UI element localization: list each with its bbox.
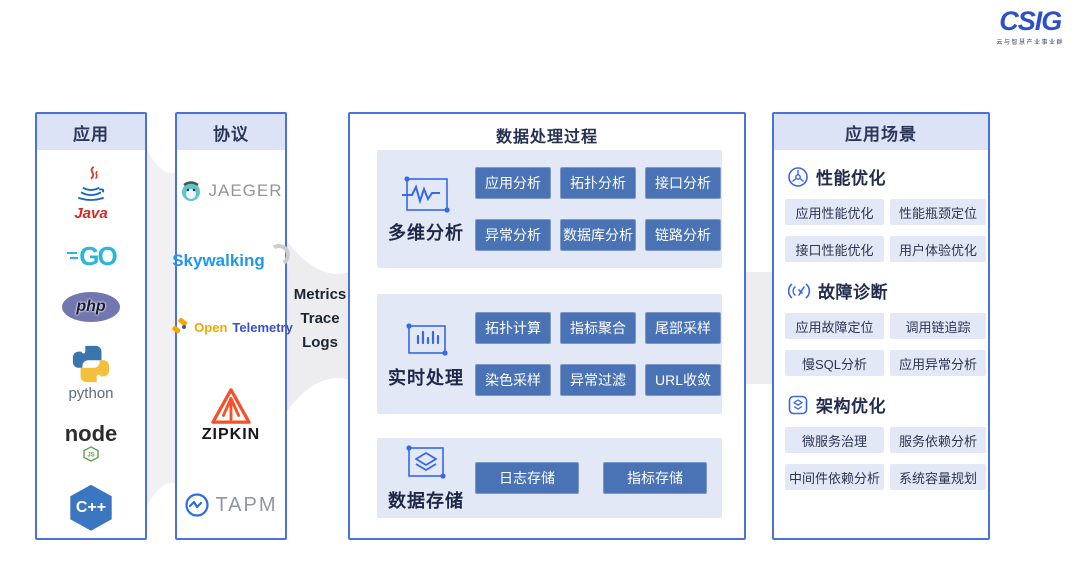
section-realtime-processing: 实时处理 拓扑计算 指标聚合 尾部采样 染色采样 异常过滤 URL收敛 [377,294,722,414]
php-label: php [62,291,120,322]
apps-to-protocols-connector [147,150,177,506]
process-button: 数据库分析 [560,219,636,251]
csig-logo: CSIG 云与智慧产业事业群 [996,6,1064,47]
scenario-chip: 应用异常分析 [890,350,986,376]
scenario-chip: 服务依赖分析 [890,427,986,453]
group-label: 性能优化 [816,169,886,188]
protocols-panel: 协议 JAEGER Skywalking [172,112,293,540]
flow-label-metrics: Metrics [293,286,347,303]
scenario-chip: 接口性能优化 [785,236,884,262]
applications-panel: 应用 Java GO [35,112,147,540]
scenario-chip: 用户体验优化 [890,236,986,262]
section-label: 数据存储 [388,490,464,511]
nodejs-badge-text: JS [87,453,94,459]
go-label: GO [79,241,117,272]
opentelemetry-label-telemetry: Telemetry [232,320,293,335]
group-label: 架构优化 [816,397,886,416]
skywalking-label: Skywalking [172,250,265,270]
flow-label-trace: Trace [300,310,340,327]
scenarios-panel-title: 应用场景 [774,114,988,150]
logo-nodejs: node JS [64,421,118,463]
section-multidimensional-analysis: 多维分析 应用分析 拓扑分析 接口分析 异常分析 数据库分析 链路分析 [377,150,722,268]
process-button: 拓扑计算 [475,312,551,344]
flow-label-logs: Logs [302,334,338,351]
scenarios-panel: 应用场景 性能优化 应用性能优化 性能瓶颈定位 接口性能优化 用户体验优化 [772,112,990,540]
process-button: 异常过滤 [560,364,636,396]
nodejs-label: node [64,421,118,447]
group-performance-optimization: 性能优化 [787,164,977,189]
process-button: 尾部采样 [645,312,721,344]
process-button: 日志存储 [475,462,579,494]
tapm-label: TAPM [215,493,278,516]
nodejs-hexagon-icon: JS [83,446,99,463]
layers-icon [406,444,446,479]
scenario-chip: 调用链追踪 [890,313,986,339]
java-icon [77,166,105,202]
scenario-chip: 慢SQL分析 [785,350,884,376]
section-label: 多维分析 [388,222,464,243]
tapm-icon [185,492,210,517]
scenario-chip: 系统容量规划 [890,464,986,490]
logo-zipkin: ZIPKIN [202,387,260,443]
waveform-icon [402,175,450,213]
process-button: 拓扑分析 [560,167,636,199]
bars-icon [406,322,448,356]
scenario-chip: 性能瓶颈定位 [890,199,986,225]
cpp-label: C++ [70,484,112,531]
java-label: Java [74,205,108,223]
group-architecture-optimization: 架构优化 [787,392,977,417]
jaeger-label: JAEGER [208,181,283,200]
logo-php: php [62,291,120,322]
process-button: 应用分析 [475,167,551,199]
opentelemetry-label-open: Open [194,320,228,335]
scenario-chip: 微服务治理 [785,427,884,453]
logo-java: Java [71,165,111,221]
group-fault-diagnosis: 故障诊断 [787,278,977,303]
logo-python: python [68,344,114,403]
opentelemetry-icon [172,317,188,333]
csig-logo-text: CSIG [999,6,1062,36]
data-process-panel: 数据处理过程 多维分析 应用分析 拓扑分析 接口分析 异常分析 数据库分析 链路… [348,112,746,540]
scenario-chip: 应用性能优化 [785,199,884,225]
process-button: URL收敛 [645,364,721,396]
zipkin-icon [211,387,251,424]
architecture-icon [788,395,808,414]
section-label: 实时处理 [388,367,464,388]
zipkin-label: ZIPKIN [201,425,261,443]
logo-skywalking: Skywalking [172,241,292,270]
gauge-icon [788,166,808,187]
logo-tapm: TAPM [184,492,277,518]
telemetry-flow-labels: Metrics Trace Logs [292,286,348,351]
process-to-scenarios-connector [744,272,774,384]
python-icon [72,346,110,383]
python-label: python [68,385,114,403]
jaeger-mascot-icon [182,180,201,201]
data-process-title: 数据处理过程 [495,129,598,146]
diagnose-icon [787,282,811,299]
process-button: 指标聚合 [560,312,636,344]
applications-panel-title: 应用 [37,114,145,150]
go-speed-lines-icon [67,252,79,260]
process-button: 染色采样 [475,364,551,396]
process-button: 异常分析 [475,219,551,251]
logo-jaeger: JAEGER [179,179,282,203]
protocols-to-process-connector [286,240,350,412]
section-data-storage: 数据存储 日志存储 指标存储 [377,438,722,518]
scenario-chip: 中间件依赖分析 [785,464,884,490]
group-label: 故障诊断 [818,283,888,302]
protocols-panel-title: 协议 [177,114,285,150]
process-button: 接口分析 [645,167,721,199]
scenario-chip: 应用故障定位 [785,313,884,339]
process-button: 链路分析 [645,219,721,251]
process-button: 指标存储 [603,462,707,494]
logo-go: GO [66,241,118,272]
logo-cpp: C++ [68,484,114,531]
logo-opentelemetry: Open Telemetry [169,317,293,338]
csig-logo-subtitle: 云与智慧产业事业群 [996,40,1064,46]
